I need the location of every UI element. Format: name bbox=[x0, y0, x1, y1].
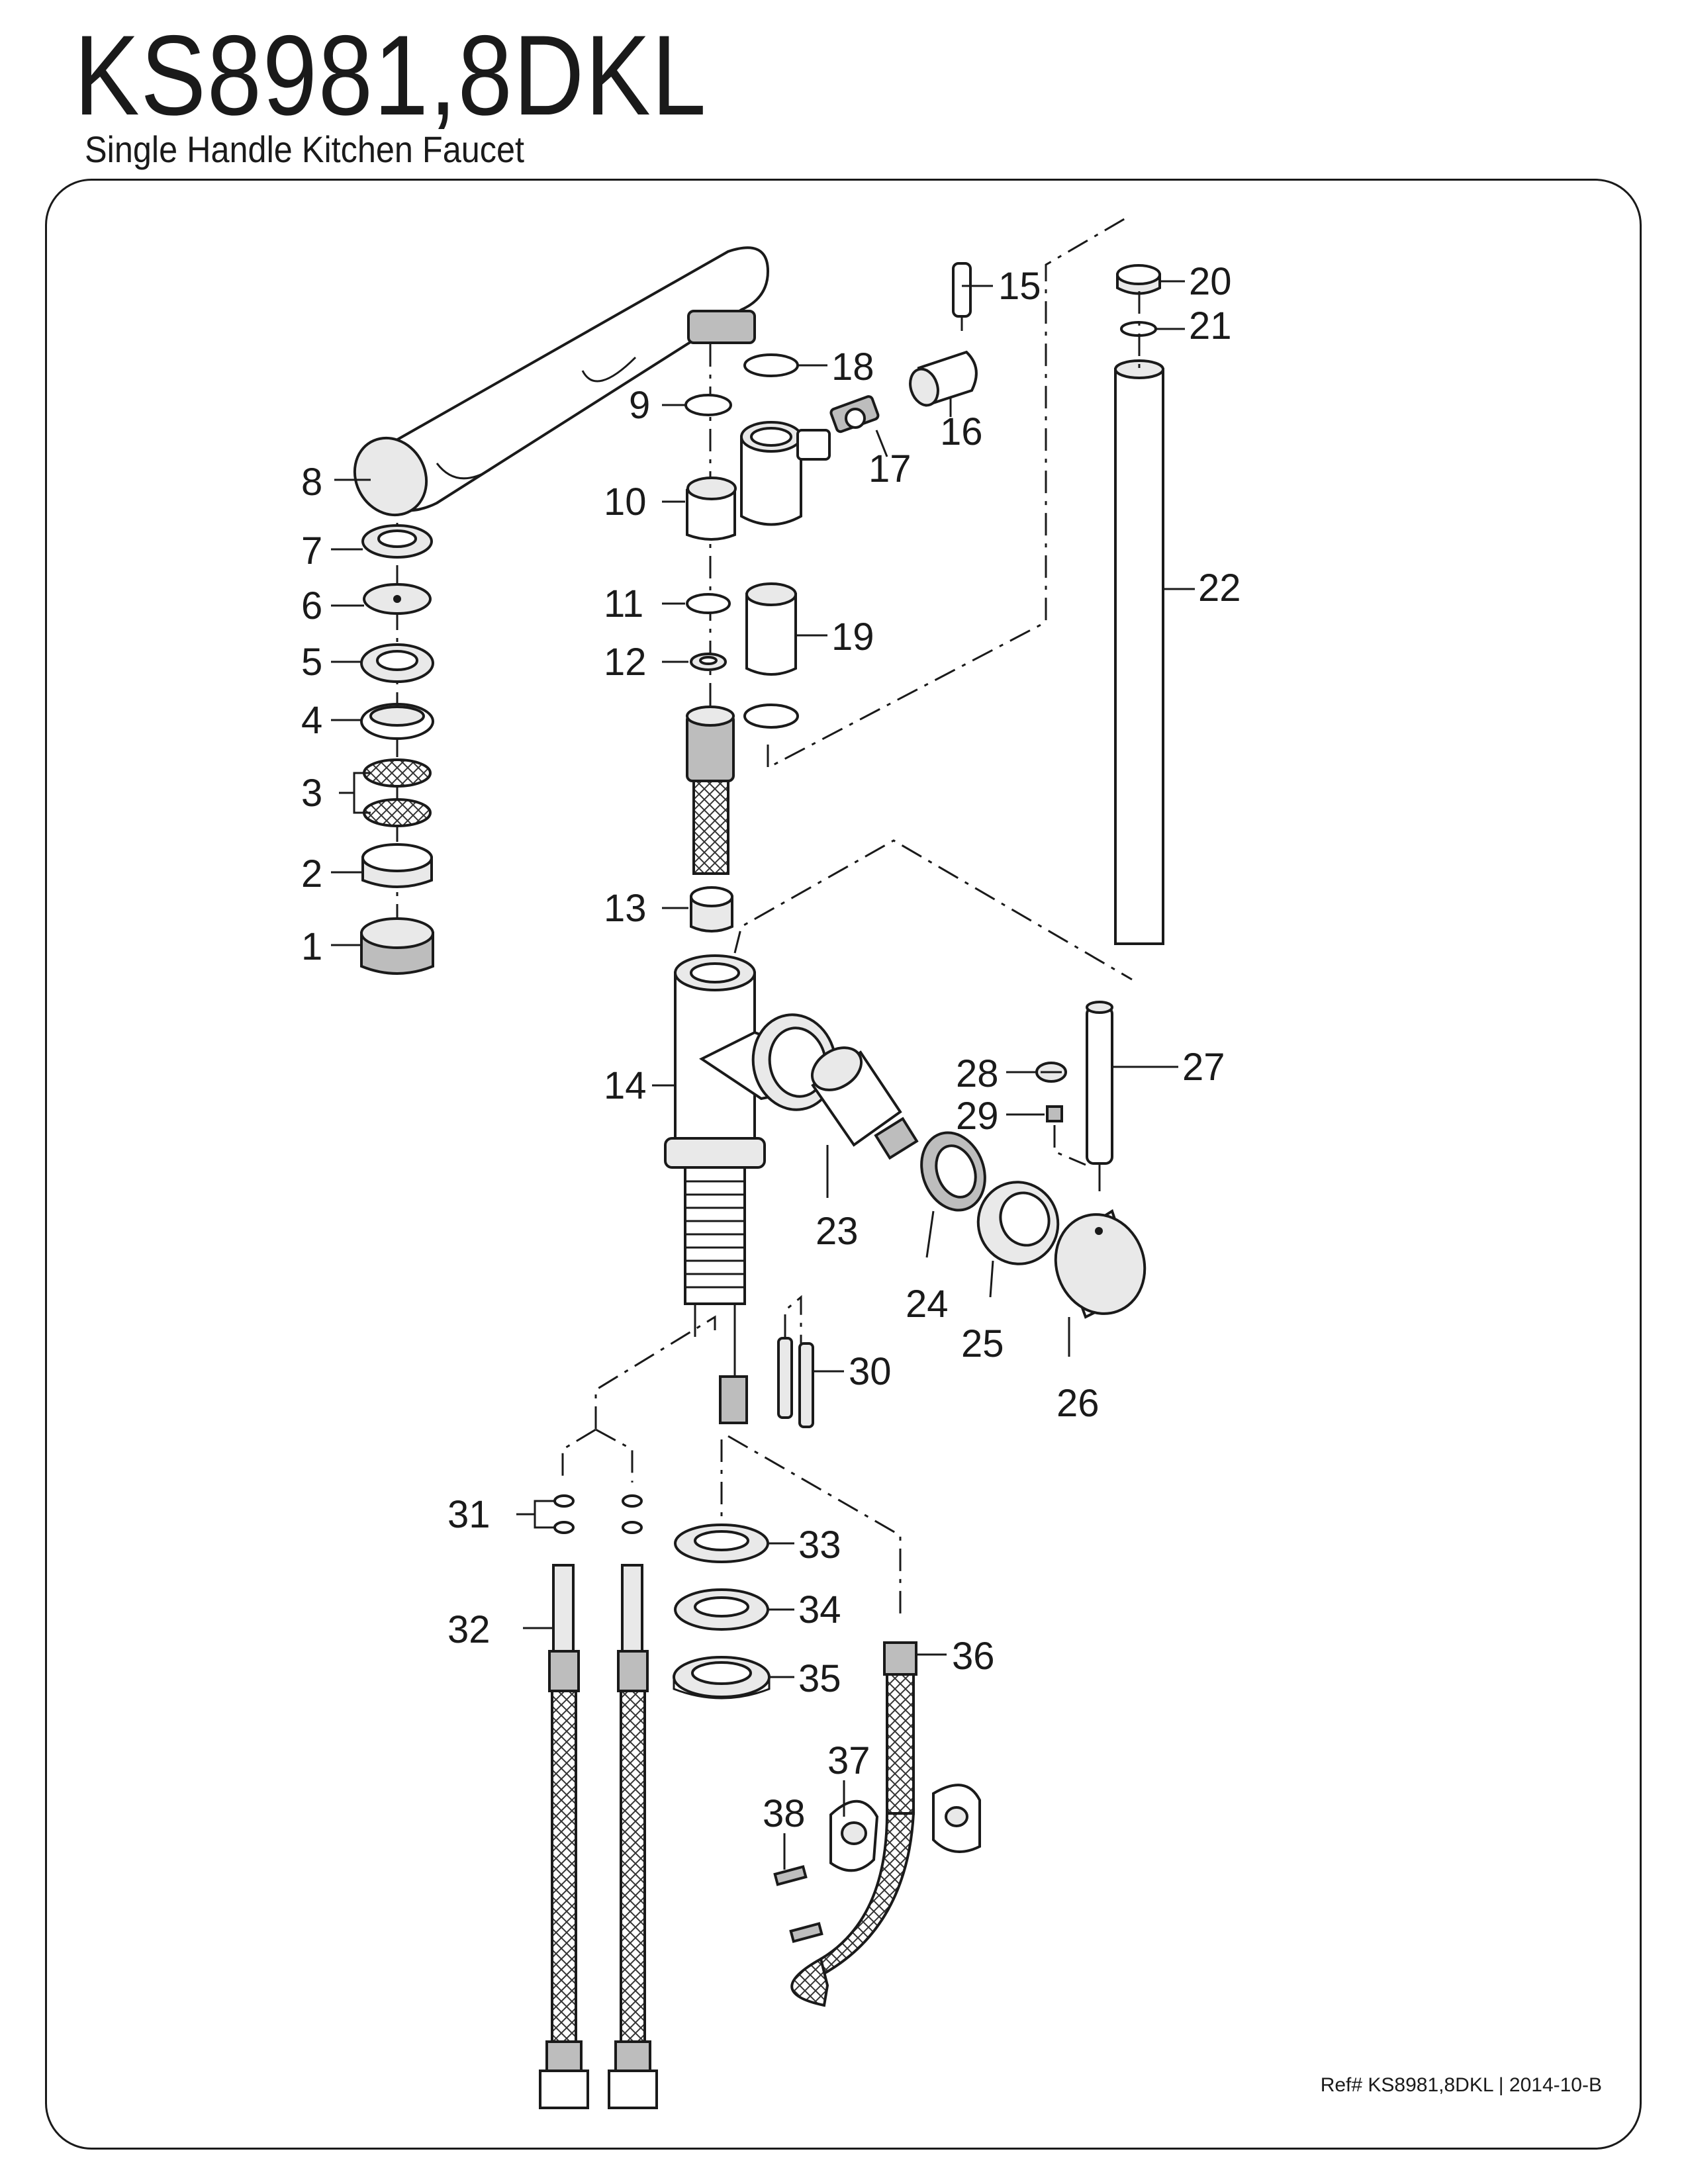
callout-8: 8 bbox=[301, 461, 322, 504]
diagram-frame bbox=[45, 179, 1642, 2150]
part-30 bbox=[777, 1337, 814, 1428]
part-19 bbox=[745, 593, 797, 676]
callout-10: 10 bbox=[604, 480, 647, 523]
part-33 bbox=[674, 1524, 769, 1563]
callout-1: 1 bbox=[301, 925, 322, 968]
callout-7: 7 bbox=[301, 529, 322, 572]
document-reference: Ref# KS8981,8DKL | 2014-10-B bbox=[1320, 2074, 1602, 2096]
part-35 bbox=[673, 1656, 771, 1700]
part-3b bbox=[363, 798, 432, 827]
part-11 bbox=[686, 593, 731, 614]
callout-27: 27 bbox=[1182, 1046, 1225, 1089]
callout-21: 21 bbox=[1189, 304, 1232, 347]
callout-3: 3 bbox=[301, 772, 322, 815]
callout-34: 34 bbox=[798, 1588, 841, 1631]
cartridge-handle-assembly bbox=[810, 1001, 1178, 1357]
part-31b bbox=[622, 1494, 643, 1508]
part-23 bbox=[810, 1046, 919, 1160]
part-31a bbox=[553, 1494, 575, 1508]
callout-4: 4 bbox=[301, 699, 322, 742]
part-22 bbox=[1114, 368, 1164, 945]
callout-36: 36 bbox=[952, 1635, 995, 1678]
callout-5: 5 bbox=[301, 641, 322, 684]
part-26 bbox=[1054, 1208, 1147, 1319]
part-24 bbox=[920, 1131, 986, 1212]
callout-32: 32 bbox=[447, 1608, 491, 1651]
part-37b bbox=[932, 1784, 981, 1853]
model-title: KS8981,8DKL bbox=[74, 12, 708, 139]
callout-20: 20 bbox=[1189, 260, 1232, 303]
tube-assembly bbox=[1114, 264, 1195, 945]
part-18 bbox=[743, 353, 799, 377]
part-17 bbox=[829, 395, 880, 433]
callout-9: 9 bbox=[629, 384, 650, 427]
callout-16: 16 bbox=[940, 410, 983, 453]
callout-24: 24 bbox=[906, 1283, 949, 1326]
callout-31: 31 bbox=[447, 1493, 491, 1536]
callout-labels: 1 2 3 4 5 6 7 8 9 10 11 12 13 14 15 16 1… bbox=[301, 260, 1241, 1835]
hose-holder-assembly bbox=[662, 217, 1133, 981]
part-9 bbox=[684, 394, 732, 416]
callout-14: 14 bbox=[604, 1064, 647, 1107]
faucet-body bbox=[652, 954, 837, 1390]
callout-29: 29 bbox=[956, 1095, 999, 1138]
callout-15: 15 bbox=[998, 265, 1041, 308]
part-32-left bbox=[539, 1564, 589, 2109]
callout-2: 2 bbox=[301, 852, 322, 895]
part-15 bbox=[952, 262, 972, 318]
callout-25: 25 bbox=[961, 1322, 1004, 1365]
callout-18: 18 bbox=[831, 345, 874, 388]
callout-12: 12 bbox=[604, 641, 647, 684]
part-27 bbox=[1086, 1006, 1113, 1165]
callout-37: 37 bbox=[827, 1739, 870, 1782]
part-29 bbox=[1046, 1105, 1063, 1122]
part-32-right bbox=[608, 1564, 658, 2109]
part-25 bbox=[976, 1181, 1060, 1265]
callout-28: 28 bbox=[956, 1052, 999, 1095]
callout-35: 35 bbox=[798, 1657, 841, 1700]
callout-13: 13 bbox=[604, 887, 647, 930]
spout bbox=[365, 246, 770, 512]
callout-38: 38 bbox=[763, 1792, 806, 1835]
callout-17: 17 bbox=[868, 447, 912, 490]
callout-11: 11 bbox=[604, 582, 643, 625]
part-3a bbox=[363, 758, 432, 788]
part-34 bbox=[674, 1588, 769, 1631]
spout-assembly bbox=[331, 246, 770, 975]
mounting-hardware bbox=[516, 1295, 981, 2109]
callout-6: 6 bbox=[301, 584, 322, 627]
callout-19: 19 bbox=[831, 615, 874, 659]
callout-22: 22 bbox=[1198, 567, 1241, 610]
product-subtitle: Single Handle Kitchen Faucet bbox=[85, 128, 525, 170]
part-37 bbox=[829, 1799, 879, 1872]
callout-33: 33 bbox=[798, 1524, 841, 1567]
callout-30: 30 bbox=[849, 1350, 892, 1393]
callout-26: 26 bbox=[1056, 1382, 1100, 1425]
part-28 bbox=[1035, 1062, 1067, 1083]
part-36 bbox=[790, 1641, 917, 2007]
callout-23: 23 bbox=[816, 1210, 859, 1253]
part-38 bbox=[773, 1865, 823, 1943]
